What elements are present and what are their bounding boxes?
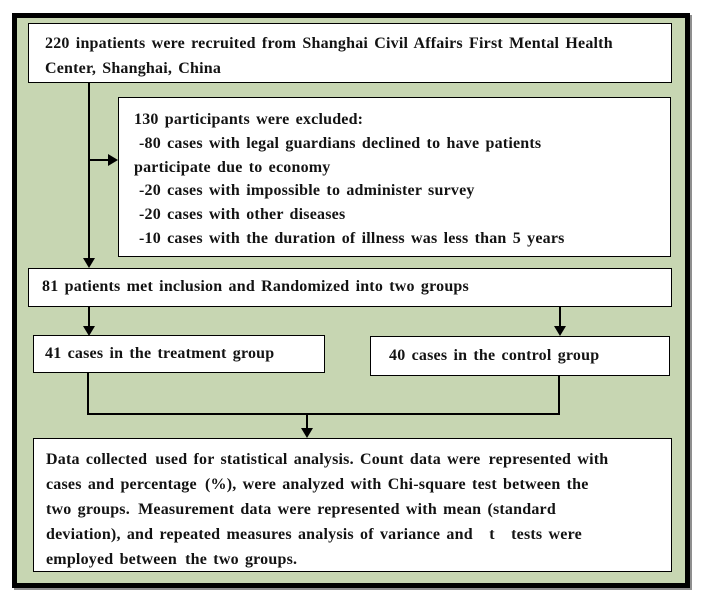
box-analysis-line-5: employed between the two groups.: [46, 551, 298, 568]
connector-merge-to-analysis: [306, 415, 308, 428]
box-excluded-line-3: participate due to economy: [134, 158, 331, 176]
connector-branch-to-excluded: [88, 159, 108, 161]
box-analysis-line-3: two groups. Measurement data were repres…: [46, 501, 556, 518]
flowchart-panel: 220 inpatients were recruited from Shang…: [12, 13, 690, 588]
connector-control-drop: [558, 376, 560, 415]
connector-treatment-drop: [87, 373, 89, 415]
arrow-down-icon: [83, 258, 95, 268]
connector-randomized-to-control: [559, 307, 561, 326]
box-excluded-line-4: -20 cases with impossible to administer …: [139, 182, 475, 200]
arrow-down-icon: [301, 428, 313, 438]
box-recruited-line-1: 220 inpatients were recruited from Shang…: [45, 35, 613, 52]
box-treatment-group: 41 cases in the treatment group: [33, 335, 325, 373]
box-control-text: 40 cases in the control group: [389, 347, 600, 364]
box-analysis-line-4: deviation), and repeated measures analys…: [46, 526, 582, 543]
box-control-group: 40 cases in the control group: [370, 336, 670, 376]
box-recruited-line-2: Center, Shanghai, China: [45, 60, 222, 77]
box-excluded-line-2: -80 cases with legal guardians declined …: [139, 134, 542, 152]
box-analysis: Data collected used for statistical anal…: [33, 438, 672, 572]
connector-merge-line: [87, 413, 560, 415]
box-excluded: 130 participants were excluded: -80 case…: [118, 97, 671, 257]
box-treatment-text: 41 cases in the treatment group: [45, 345, 275, 362]
connector-recruited-to-randomized: [88, 83, 90, 258]
box-excluded-line-5: -20 cases with other diseases: [139, 206, 346, 224]
connector-randomized-to-treatment: [88, 307, 90, 326]
box-randomized: 81 patients met inclusion and Randomized…: [28, 268, 672, 307]
box-excluded-line-6: -10 cases with the duration of illness w…: [139, 229, 565, 247]
box-randomized-text: 81 patients met inclusion and Randomized…: [42, 278, 469, 295]
box-analysis-line-2: cases and percentage (%), were analyzed …: [46, 476, 589, 493]
box-analysis-line-1: Data collected used for statistical anal…: [46, 451, 609, 468]
arrow-down-icon: [83, 326, 95, 336]
arrow-right-icon: [108, 154, 118, 166]
arrow-down-icon: [554, 326, 566, 336]
box-excluded-line-1: 130 participants were excluded:: [134, 111, 364, 128]
box-recruited: 220 inpatients were recruited from Shang…: [28, 23, 672, 83]
